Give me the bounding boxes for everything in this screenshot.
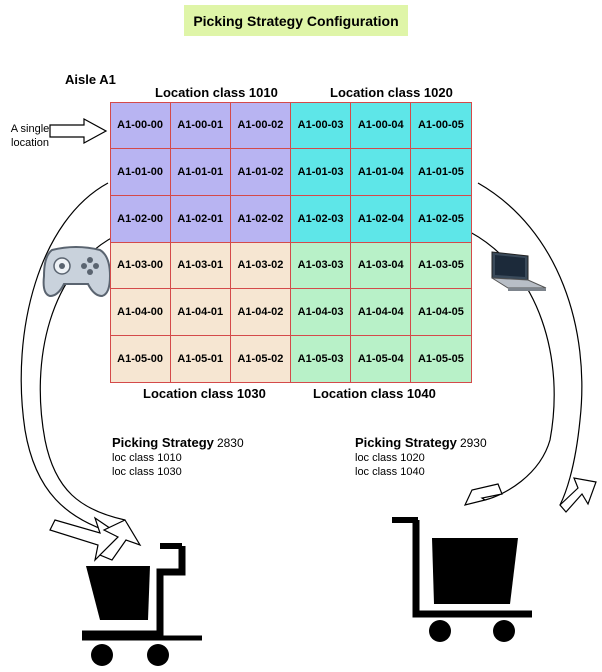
strategy-line: loc class 1040 bbox=[355, 466, 425, 478]
location-cell-a1-04-03: A1-04-03 bbox=[290, 288, 352, 336]
location-cell-a1-01-00: A1-01-00 bbox=[109, 148, 171, 196]
shopping-cart-icon-right bbox=[392, 517, 532, 642]
location-cell-a1-00-00: A1-00-00 bbox=[109, 101, 171, 150]
location-cell-a1-03-03: A1-03-03 bbox=[290, 241, 352, 290]
shopping-cart-icon bbox=[82, 543, 202, 666]
strategy-line: loc class 1010 bbox=[112, 452, 182, 464]
location-cell-a1-05-05: A1-05-05 bbox=[410, 334, 472, 383]
location-cell-a1-01-03: A1-01-03 bbox=[290, 148, 352, 196]
location-cell-a1-02-02: A1-02-02 bbox=[229, 194, 291, 243]
location-cell-a1-04-01: A1-04-01 bbox=[169, 288, 231, 336]
gamepad-icon bbox=[42, 246, 112, 298]
single-location-label: A single location bbox=[4, 122, 56, 150]
class-label-1030: Location class 1030 bbox=[143, 386, 266, 401]
page-title: Picking Strategy Configuration bbox=[184, 5, 408, 36]
location-cell-a1-04-05: A1-04-05 bbox=[410, 288, 472, 336]
strategy-line: loc class 1030 bbox=[112, 466, 182, 478]
location-cell-a1-03-05: A1-03-05 bbox=[410, 241, 472, 290]
single-location-arrow bbox=[49, 117, 108, 145]
laptop-icon bbox=[491, 251, 547, 291]
location-cell-a1-00-01: A1-00-01 bbox=[169, 101, 231, 150]
class-label-1010: Location class 1010 bbox=[155, 85, 278, 100]
picking-strategy-left: Picking Strategy 2830 loc class 1010 loc… bbox=[112, 436, 244, 479]
class-label-1020: Location class 1020 bbox=[330, 85, 453, 100]
location-cell-a1-00-04: A1-00-04 bbox=[350, 101, 412, 150]
location-cell-a1-00-05: A1-00-05 bbox=[410, 101, 472, 150]
location-cell-a1-05-03: A1-05-03 bbox=[290, 334, 352, 383]
location-cell-a1-04-02: A1-04-02 bbox=[229, 288, 291, 336]
location-cell-a1-01-05: A1-01-05 bbox=[410, 148, 472, 196]
picking-strategy-right: Picking Strategy 2930 loc class 1020 loc… bbox=[355, 436, 487, 479]
location-cell-a1-02-01: A1-02-01 bbox=[169, 194, 231, 243]
location-cell-a1-01-04: A1-01-04 bbox=[350, 148, 412, 196]
location-cell-a1-04-04: A1-04-04 bbox=[350, 288, 412, 336]
location-cell-a1-05-01: A1-05-01 bbox=[169, 334, 231, 383]
class-label-1040: Location class 1040 bbox=[313, 386, 436, 401]
strategy-number: 2830 bbox=[216, 436, 244, 450]
location-cell-a1-02-03: A1-02-03 bbox=[290, 194, 352, 243]
location-cell-a1-03-02: A1-03-02 bbox=[229, 241, 291, 290]
location-cell-a1-04-00: A1-04-00 bbox=[109, 288, 171, 336]
strategy-number: 2930 bbox=[459, 436, 487, 450]
right-curved-arrows bbox=[463, 182, 597, 513]
location-cell-a1-05-02: A1-05-02 bbox=[229, 334, 291, 383]
location-cell-a1-02-04: A1-02-04 bbox=[350, 194, 412, 243]
location-cell-a1-02-05: A1-02-05 bbox=[410, 194, 472, 243]
single-location-label-line1: A single bbox=[10, 123, 50, 135]
location-cell-a1-05-04: A1-05-04 bbox=[350, 334, 412, 383]
strategy-title: Picking Strategy bbox=[112, 435, 214, 450]
location-cell-a1-03-00: A1-03-00 bbox=[109, 241, 171, 290]
location-cell-a1-01-02: A1-01-02 bbox=[229, 148, 291, 196]
strategy-title: Picking Strategy bbox=[355, 435, 457, 450]
location-cell-a1-02-00: A1-02-00 bbox=[109, 194, 171, 243]
strategy-line: loc class 1020 bbox=[355, 452, 425, 464]
aisle-label: Aisle A1 bbox=[65, 72, 116, 87]
single-location-label-line2: location bbox=[11, 137, 49, 149]
location-cell-a1-01-01: A1-01-01 bbox=[169, 148, 231, 196]
location-cell-a1-03-01: A1-03-01 bbox=[169, 241, 231, 290]
location-cell-a1-00-02: A1-00-02 bbox=[229, 101, 291, 150]
location-cell-a1-03-04: A1-03-04 bbox=[350, 241, 412, 290]
location-cell-a1-00-03: A1-00-03 bbox=[290, 101, 352, 150]
location-cell-a1-05-00: A1-05-00 bbox=[109, 334, 171, 383]
